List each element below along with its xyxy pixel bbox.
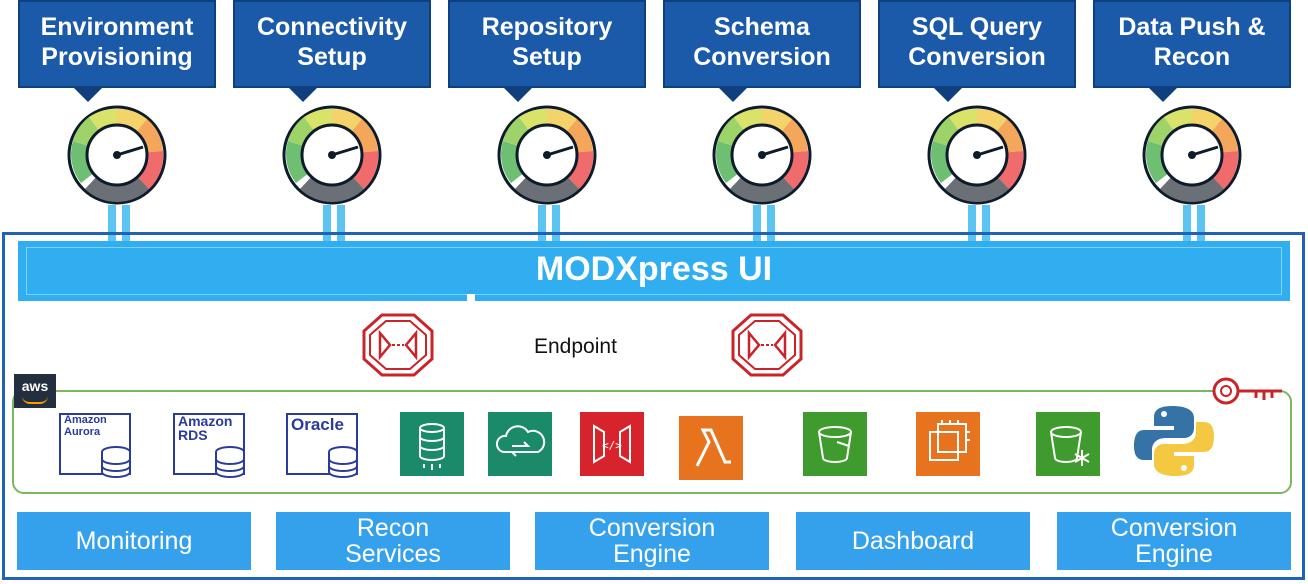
db-label-line1: Amazon: [64, 414, 107, 426]
db-label: Oracle: [291, 416, 344, 434]
connector: [1197, 205, 1205, 241]
gauge-icon: [282, 105, 382, 205]
compute-instance-icon: [916, 412, 980, 476]
db-label-line1: Amazon: [178, 413, 233, 429]
ui-title: MODXpress UI: [535, 250, 773, 288]
conversion-engine-box: Conversion Engine: [535, 512, 769, 570]
phase-sql-query-conversion: SQL Query Conversion: [878, 0, 1076, 102]
connector: [753, 205, 761, 241]
connector: [767, 205, 775, 241]
phase-label-line2: Conversion: [693, 43, 831, 71]
aws-logo: aws: [14, 374, 56, 408]
db-label: Amazon RDS: [178, 414, 232, 442]
gauge-icon: [67, 105, 167, 205]
callout-pointer: [287, 86, 319, 102]
cloud-transfer-icon: [488, 412, 552, 476]
svg-text:</>: </>: [602, 439, 622, 452]
gauge-icon: [927, 105, 1027, 205]
gauge-icon: [1142, 105, 1242, 205]
phase-label-line1: Data Push &: [1118, 13, 1266, 41]
phase-label-line2: Conversion: [908, 43, 1046, 71]
box-label-line2: Services: [345, 540, 441, 568]
box-label-line1: Conversion: [1110, 514, 1238, 542]
connector: [337, 205, 345, 241]
box-label-line2: Engine: [1135, 540, 1213, 568]
s3-bucket-icon: [803, 412, 867, 476]
dashboard-box: Dashboard: [796, 512, 1030, 570]
box-label-line1: Dashboard: [851, 527, 975, 555]
phase-label-line1: Schema: [714, 13, 810, 41]
callout-pointer: [502, 86, 534, 102]
key-icon: [1212, 377, 1282, 405]
services-panel: [12, 390, 1292, 494]
db-label-line1: Oracle: [291, 415, 344, 434]
phase-data-push-recon: Data Push & Recon: [1093, 0, 1291, 102]
connector: [982, 205, 990, 241]
recon-services-box: Recon Services: [276, 512, 510, 570]
connector: [122, 205, 130, 241]
ui-bar-notch: [467, 294, 475, 304]
db-label-line2: Aurora: [64, 426, 101, 438]
database-service-icon: [400, 412, 464, 476]
db-label: Amazon Aurora: [64, 414, 107, 438]
phase-connectivity-setup: Connectivity Setup: [233, 0, 431, 102]
connector: [323, 205, 331, 241]
platform-frame: [2, 232, 1305, 580]
lambda-icon: [679, 416, 743, 480]
box-label-line1: Recon: [356, 514, 430, 542]
ui-bar-inner: [26, 247, 1282, 295]
gauge-icon: [712, 105, 812, 205]
box-label-line1: Conversion: [588, 514, 716, 542]
box-label-line1: Monitoring: [75, 527, 193, 555]
modxpress-ui-bar: MODXpress UI: [18, 241, 1290, 301]
glacier-bucket-icon: [1036, 412, 1100, 476]
amazon-rds-icon: Amazon RDS: [172, 412, 248, 478]
db-label-line2: RDS: [178, 427, 208, 443]
python-icon: [1134, 406, 1214, 476]
aws-smile-icon: [22, 396, 48, 404]
phase-schema-conversion: Schema Conversion: [663, 0, 861, 102]
amazon-aurora-icon: Amazon Aurora: [58, 412, 134, 478]
endpoint-icon: [362, 313, 434, 377]
phase-label-line2: Setup: [297, 43, 367, 71]
callout-pointer: [932, 86, 964, 102]
gauge-icon: [497, 105, 597, 205]
api-gateway-icon: </>: [580, 412, 644, 476]
callout-pointer: [72, 86, 104, 102]
box-label-line2: Engine: [613, 540, 691, 568]
monitoring-box: Monitoring: [17, 512, 251, 570]
connector: [552, 205, 560, 241]
connector: [538, 205, 546, 241]
connector: [968, 205, 976, 241]
endpoint-label: Endpoint: [534, 335, 617, 358]
phase-label-line2: Setup: [512, 43, 582, 71]
conversion-engine-box-2: Conversion Engine: [1057, 512, 1291, 570]
callout-pointer: [717, 86, 749, 102]
oracle-db-icon: Oracle: [285, 412, 361, 478]
connector: [108, 205, 116, 241]
endpoint-icon: [731, 313, 803, 377]
phase-label-line1: Connectivity: [256, 13, 408, 41]
aws-logo-text: aws: [21, 378, 49, 394]
phase-label-line2: Recon: [1153, 43, 1231, 71]
phase-label-line1: Repository: [481, 13, 613, 41]
phase-label-line1: SQL Query: [911, 13, 1043, 41]
callout-pointer: [1147, 86, 1179, 102]
phase-repository-setup: Repository Setup: [448, 0, 646, 102]
connector: [1183, 205, 1191, 241]
phase-label-line1: Environment: [40, 13, 194, 41]
phase-environment-provisioning: Environment Provisioning: [18, 0, 216, 102]
phase-label-line2: Provisioning: [41, 43, 193, 71]
